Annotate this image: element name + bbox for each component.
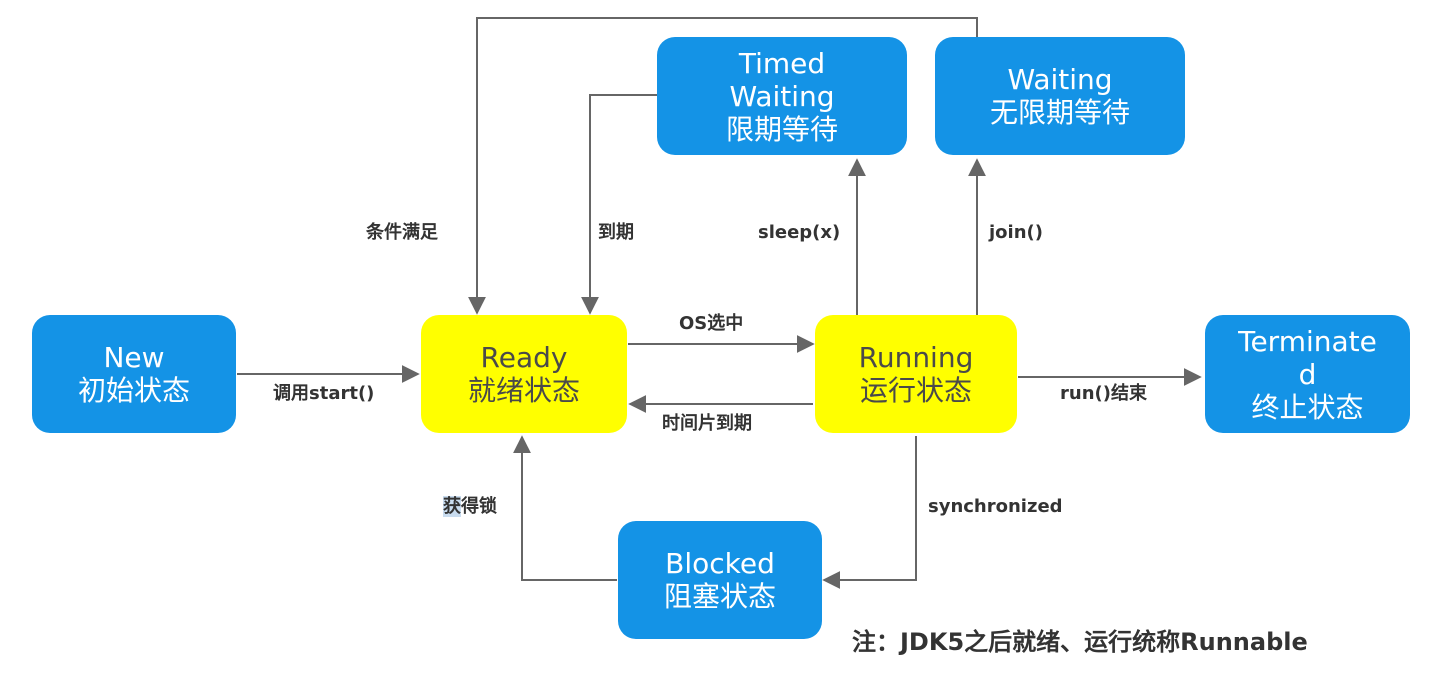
label-acquire-lock-highlight: 获 bbox=[443, 496, 461, 517]
edge-running-to-blocked bbox=[822, 436, 917, 589]
label-sleep: sleep(x) bbox=[758, 222, 841, 243]
state-blocked-en: Blocked bbox=[665, 547, 775, 580]
label-synchronized: synchronized bbox=[928, 496, 1063, 517]
state-terminated: Terminate d 终止状态 bbox=[1205, 315, 1410, 433]
state-timed-waiting: Timed Waiting 限期等待 bbox=[657, 37, 907, 155]
state-ready-zh: 就绪状态 bbox=[467, 374, 580, 407]
state-terminated-zh: 终止状态 bbox=[1251, 390, 1364, 424]
state-waiting: Waiting 无限期等待 bbox=[935, 37, 1185, 155]
state-timed-waiting-zh: 限期等待 bbox=[725, 112, 838, 146]
state-ready: Ready 就绪状态 bbox=[421, 315, 627, 433]
label-run-end: run()结束 bbox=[1060, 383, 1147, 404]
edge-waiting-to-ready bbox=[468, 17, 978, 315]
state-new-zh: 初始状态 bbox=[77, 374, 190, 407]
label-acquire-lock: 获得锁 bbox=[443, 496, 497, 518]
state-waiting-en: Waiting bbox=[1007, 63, 1113, 96]
label-join: join() bbox=[989, 222, 1043, 243]
state-timed-waiting-en-2: Waiting bbox=[729, 79, 835, 113]
state-running-zh: 运行状态 bbox=[859, 374, 972, 407]
edge-blocked-to-ready bbox=[513, 435, 617, 581]
label-os-selected: OS选中 bbox=[679, 313, 744, 334]
label-condition-met: 条件满足 bbox=[366, 222, 438, 243]
state-blocked: Blocked 阻塞状态 bbox=[618, 521, 822, 639]
state-running-en: Running bbox=[858, 341, 974, 374]
state-ready-en: Ready bbox=[480, 341, 568, 374]
label-call-start: 调用start() bbox=[273, 383, 375, 404]
state-timed-waiting-en-1: Timed bbox=[738, 46, 826, 80]
state-terminated-en-1: Terminate bbox=[1238, 324, 1377, 358]
label-time-slice-expired: 时间片到期 bbox=[662, 413, 752, 434]
edge-timed-waiting-to-ready bbox=[581, 94, 657, 315]
state-blocked-zh: 阻塞状态 bbox=[663, 580, 776, 613]
state-terminated-en-2: d bbox=[1298, 357, 1317, 391]
state-running: Running 运行状态 bbox=[815, 315, 1017, 433]
state-waiting-zh: 无限期等待 bbox=[989, 96, 1130, 129]
footnote: 注：JDK5之后就绪、运行统称Runnable bbox=[852, 628, 1308, 656]
label-expired: 到期 bbox=[598, 222, 634, 243]
state-new: New 初始状态 bbox=[32, 315, 236, 433]
label-acquire-lock-rest: 得锁 bbox=[461, 496, 497, 517]
state-new-en: New bbox=[103, 341, 165, 374]
